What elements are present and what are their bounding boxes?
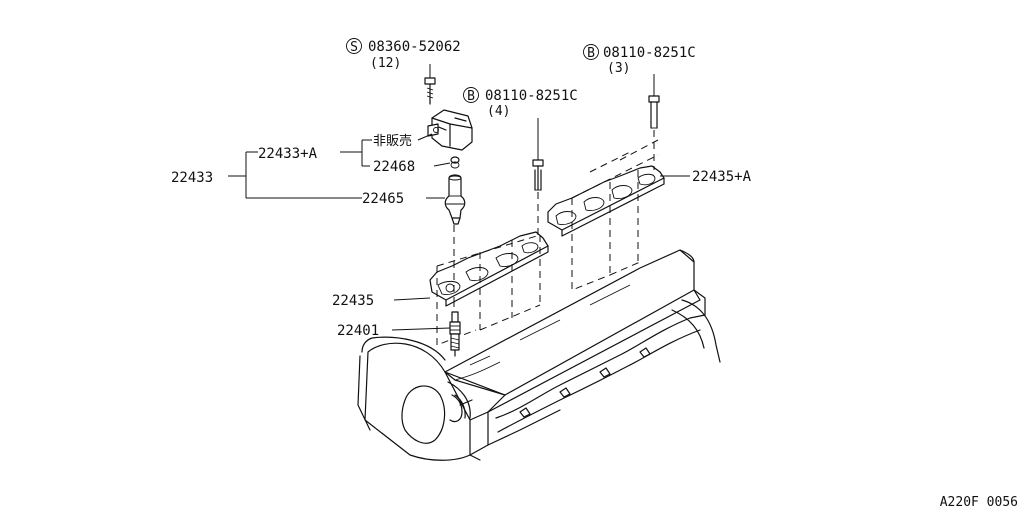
diagram-code: A220F 0056 (940, 495, 1018, 510)
label-not-for-sale: 非販売 (373, 133, 412, 149)
leader-lines (228, 64, 690, 331)
assembly-guide-lines (436, 130, 659, 346)
screw-drawing (424, 77, 436, 105)
bolt-right-part-number: 08110-8251C (603, 45, 696, 61)
label-gasket-left: 22435 (332, 293, 374, 309)
bolt-right-marker-letter: B (587, 46, 595, 61)
gasket-left-drawing (429, 231, 549, 307)
label-seal-ring: 22468 (373, 159, 415, 175)
coil-boot-drawing (444, 174, 466, 225)
bolt-center-marker-letter: B (467, 89, 475, 104)
screw-part-number: 08360-52062 (368, 39, 461, 55)
bolt-right-callout: B 08110-8251C (3) (583, 44, 696, 76)
bolt-center-quantity: (4) (487, 104, 510, 119)
screw-marker-letter: S (350, 40, 358, 55)
engine-head-drawing (357, 249, 721, 461)
label-spark-plug: 22401 (337, 323, 379, 339)
label-coil-subassembly: 22433+A (258, 146, 318, 162)
bolt-right-drawing (648, 95, 660, 129)
ignition-coil-drawing (427, 109, 473, 151)
screw-marker-circle (346, 38, 362, 54)
bolt-right-marker-circle (583, 44, 599, 60)
label-gasket-right: 22435+A (692, 169, 752, 185)
screw-quantity: (12) (370, 56, 401, 71)
bolt-center-callout: B 08110-8251C (4) (463, 87, 578, 119)
bolt-center-drawing (532, 159, 544, 191)
gasket-right-drawing (547, 165, 665, 237)
bolt-center-marker-circle (463, 87, 479, 103)
spark-plug-drawing (449, 311, 461, 357)
screw-callout: S 08360-52062 (12) (346, 38, 461, 71)
bolt-center-part-number: 08110-8251C (485, 88, 578, 104)
label-coil-assembly: 22433 (171, 170, 213, 186)
label-coil-boot: 22465 (362, 191, 404, 207)
seal-ring-drawing (450, 156, 460, 169)
bolt-right-quantity: (3) (607, 61, 630, 76)
